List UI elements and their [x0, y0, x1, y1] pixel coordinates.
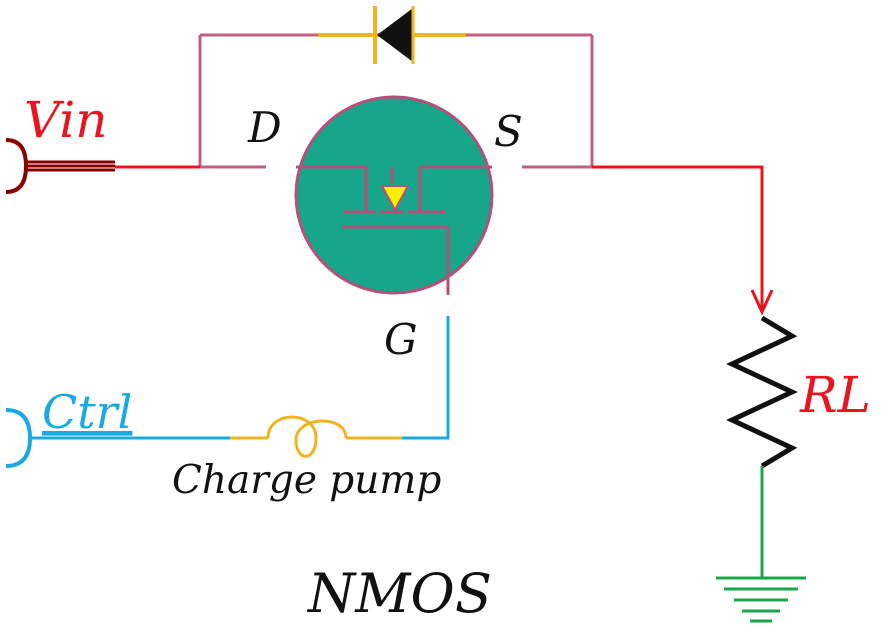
gate-wire [402, 316, 450, 440]
ctrl-label: Ctrl [42, 385, 132, 439]
load-label: RL [799, 366, 871, 424]
nmos-title: NMOS [306, 562, 492, 625]
nmos-transistor-icon [294, 95, 494, 295]
ground-icon [716, 466, 806, 623]
drain-label: D [247, 103, 282, 152]
charge-pump-label: Charge pump [172, 458, 441, 503]
source-label: S [494, 107, 523, 156]
resistor-icon [726, 315, 798, 469]
bypass-loop [198, 33, 594, 169]
diode-icon [318, 6, 466, 64]
inductor-coil-icon [230, 415, 402, 458]
load-wire [592, 165, 774, 316]
connector-jack-icon [5, 138, 115, 194]
gate-label: G [384, 315, 418, 364]
vin-label: Vin [24, 91, 107, 149]
ctrl-connector-icon [5, 408, 33, 468]
mosfet-arrow-icon [380, 185, 410, 213]
